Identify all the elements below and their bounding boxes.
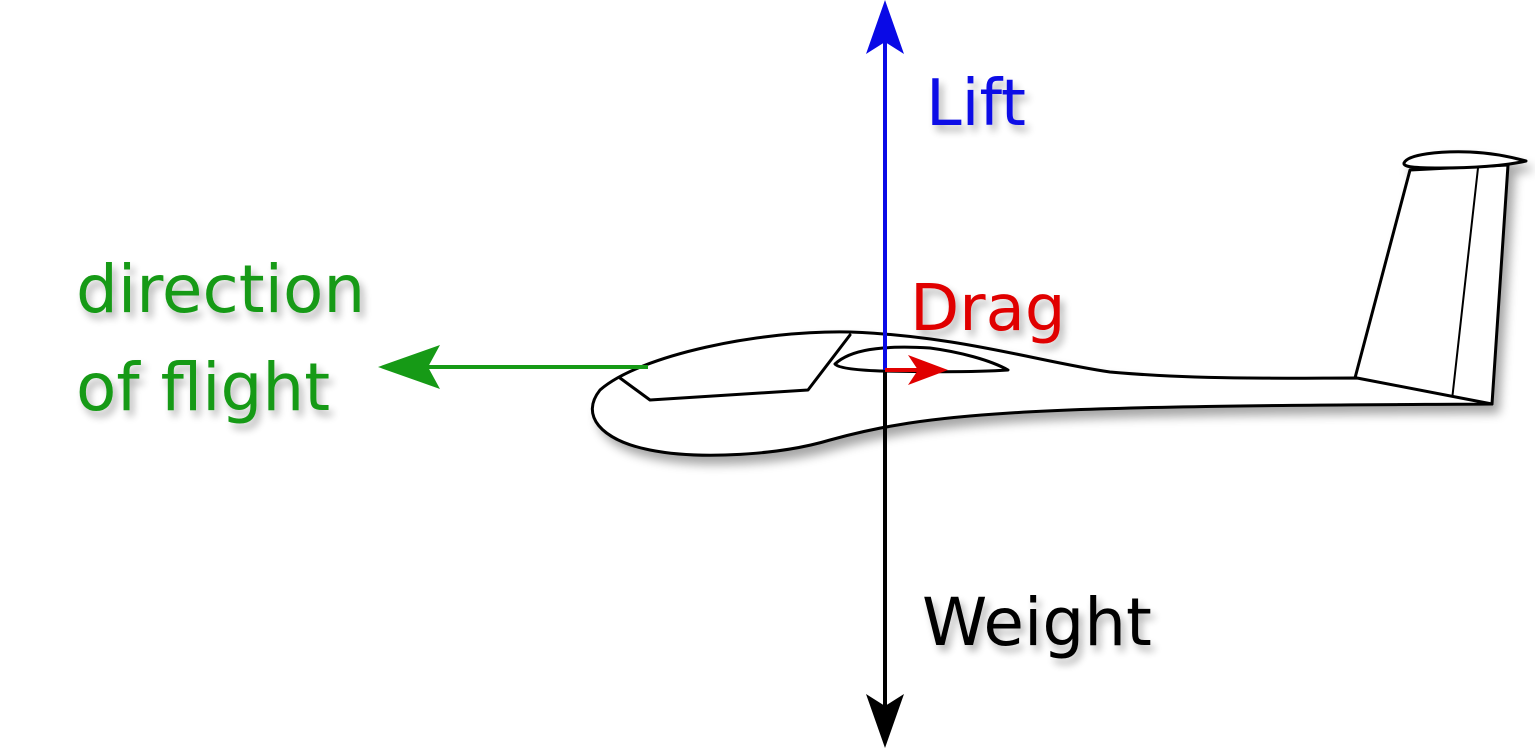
lift-label: Lift <box>926 67 1026 141</box>
direction-label-line2: of flight <box>76 349 330 426</box>
direction-arrow <box>378 345 648 389</box>
direction-label-line1: direction <box>76 251 365 328</box>
glider-illustration <box>590 150 1528 457</box>
tail-fin <box>1353 163 1510 406</box>
canopy <box>618 333 852 402</box>
drag-label: Drag <box>910 272 1065 346</box>
fuselage <box>590 330 1494 457</box>
lift-arrow <box>866 0 904 370</box>
weight-arrow <box>866 370 904 748</box>
weight-label: Weight <box>922 584 1152 661</box>
rudder-line <box>1451 167 1479 401</box>
tailplane <box>1402 150 1528 170</box>
drag-arrow <box>885 355 948 385</box>
